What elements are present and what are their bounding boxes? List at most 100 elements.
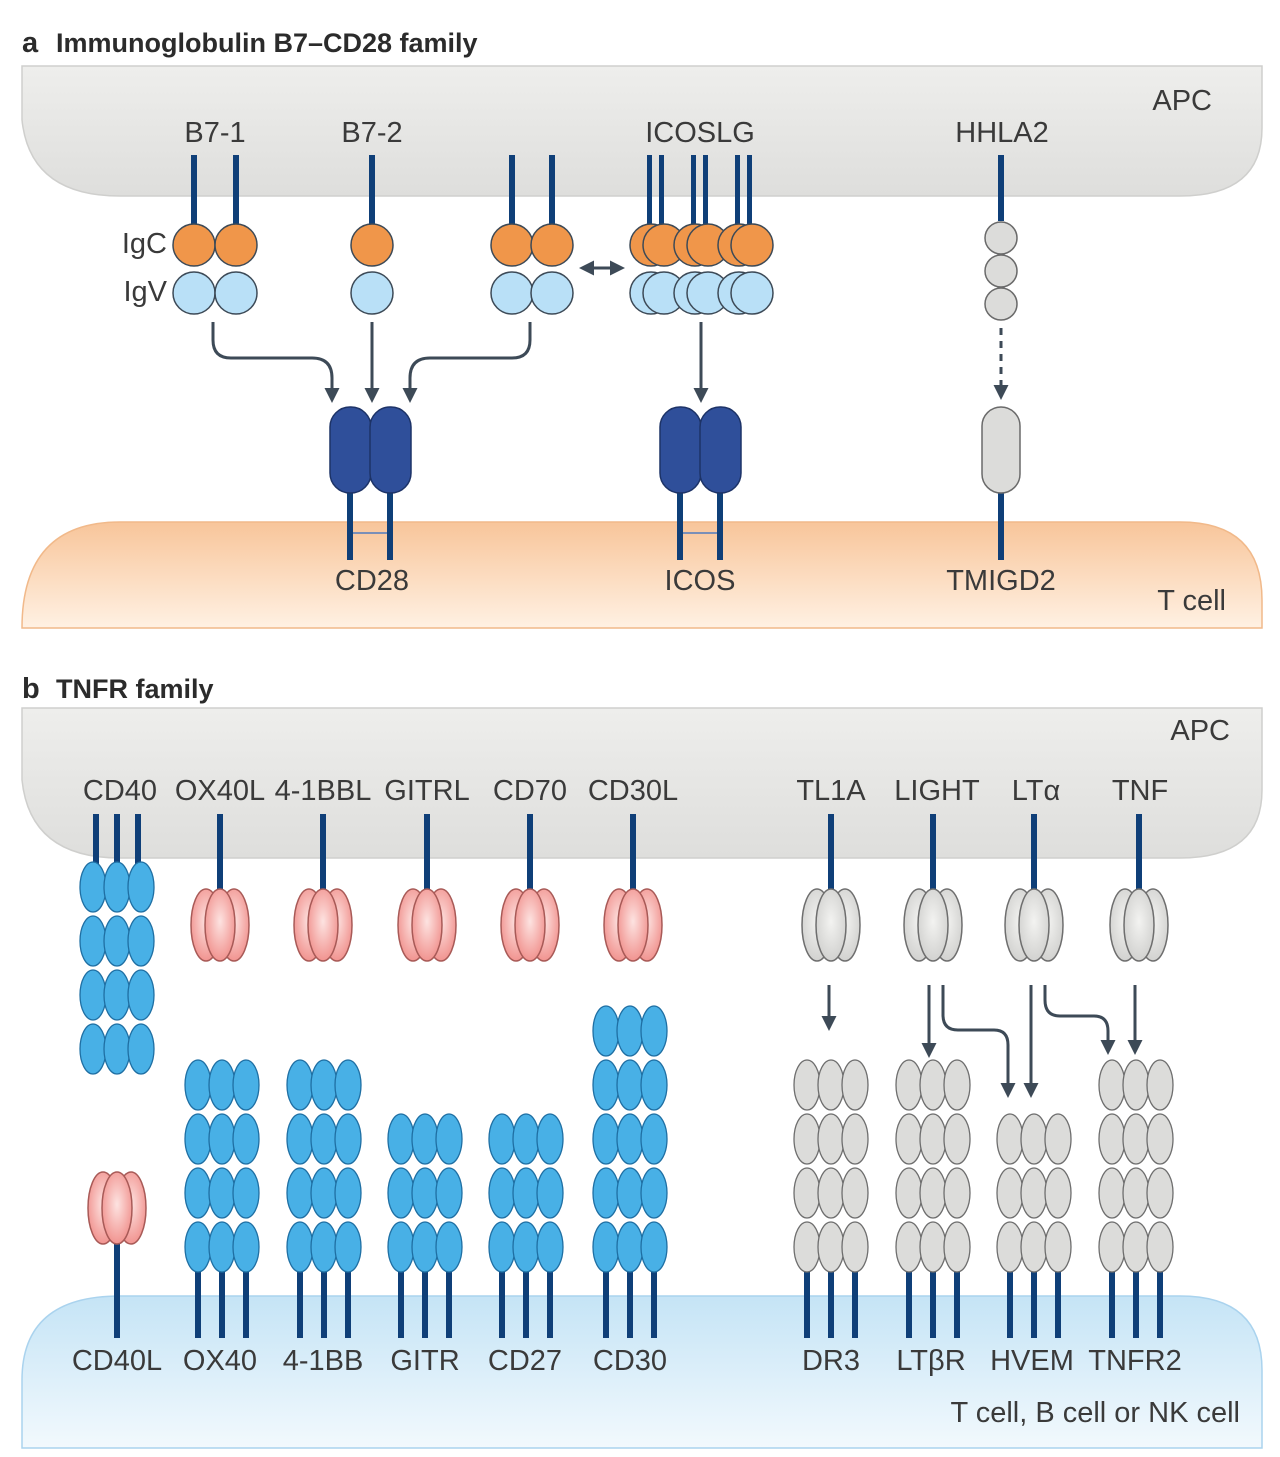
receptor-label-cd40l: CD40L xyxy=(72,1345,162,1377)
gitr-stalk xyxy=(446,1268,452,1338)
ligand-label-b7-2: B7-2 xyxy=(341,117,402,149)
receptor-label-ltbr: LTβR xyxy=(896,1345,965,1377)
receptor-label-hvem: HVEM xyxy=(990,1345,1074,1377)
hvem-stalk xyxy=(1031,1268,1037,1338)
cd70-trimer xyxy=(500,888,560,962)
cd30l-trimer xyxy=(603,888,663,962)
receptor-label-gitr: GITR xyxy=(390,1345,459,1377)
receptor-label-cd30: CD30 xyxy=(593,1345,667,1377)
hhla2-ligand xyxy=(984,155,1018,321)
4-1bb-stalk xyxy=(321,1268,327,1338)
dr3-stalk xyxy=(804,1268,810,1338)
b7-heterodimer xyxy=(490,155,574,315)
cd70-stalk xyxy=(527,814,533,892)
receptor-label-cd27: CD27 xyxy=(488,1345,562,1377)
cd27-stalk xyxy=(499,1268,505,1338)
tcell-membrane-a xyxy=(21,521,1263,629)
cd40-stalk xyxy=(114,814,120,868)
lymphocyte-label-b: T cell, B cell or NK cell xyxy=(950,1397,1240,1429)
cd40-stalk xyxy=(93,814,99,868)
hvem-receptor-stack xyxy=(996,1113,1072,1273)
cd27-stalk xyxy=(523,1268,529,1338)
lta-stalk xyxy=(1031,814,1037,892)
gitrl-stalk xyxy=(424,814,430,892)
ligand-label-4-1bbl: 4-1BBL xyxy=(275,775,372,807)
binding-arrows-cd28 xyxy=(211,322,532,403)
b7-2-ligand xyxy=(350,155,394,315)
tl1a-trimer xyxy=(801,888,861,962)
cd40l-trimer xyxy=(87,1171,147,1245)
tnf-trimer xyxy=(1109,888,1169,962)
tcell-label-a: T cell xyxy=(1157,585,1226,617)
panel-a-letter: a xyxy=(22,27,39,59)
4-1bb-stalk xyxy=(345,1268,351,1338)
ox40-stalk xyxy=(243,1268,249,1338)
ox40l-trimer xyxy=(190,888,250,962)
panel-b-letter: b xyxy=(22,673,40,705)
ligand-label-tnf: TNF xyxy=(1112,775,1168,807)
ligand-label-lta: LTα xyxy=(1012,775,1060,807)
cd40-receptor-stack xyxy=(79,861,155,1075)
ligand-label-ox40l: OX40L xyxy=(175,775,265,807)
ltbr-stalk xyxy=(906,1268,912,1338)
cd40-stalk xyxy=(135,814,141,868)
ox40-receptor-stack xyxy=(184,1059,260,1273)
cd30-stalk xyxy=(651,1268,657,1338)
cd30-receptor-stack xyxy=(592,1005,668,1273)
tnfr2-stalk xyxy=(1157,1268,1163,1338)
4-1bb-stalk xyxy=(297,1268,303,1338)
icoslg-ligand xyxy=(629,155,774,315)
ltbr-receptor-stack xyxy=(895,1059,971,1273)
ligand-label-tl1a: TL1A xyxy=(796,775,866,807)
panel-a-title: Immunoglobulin B7–CD28 family xyxy=(56,28,478,58)
ligand-label-gitrl: GITRL xyxy=(384,775,469,807)
cd28-receptor xyxy=(329,406,412,560)
ligand-label-hhla2: HHLA2 xyxy=(955,117,1049,149)
tnfr2-receptor-stack xyxy=(1098,1059,1174,1273)
light-trimer xyxy=(903,888,963,962)
receptor-label-dr3: DR3 xyxy=(802,1345,860,1377)
ltbr-stalk xyxy=(930,1268,936,1338)
igc-domain-label: IgC xyxy=(122,228,167,260)
light-stalk xyxy=(930,814,936,892)
panel-a: a Immunoglobulin B7–CD28 family APC T ce… xyxy=(21,27,1263,629)
tnfr-binding-arrows xyxy=(821,985,1143,1098)
cd27-receptor-stack xyxy=(488,1113,564,1273)
apc-membrane-b xyxy=(21,707,1263,859)
gitr-stalk xyxy=(398,1268,404,1338)
4-1bbl-trimer xyxy=(293,888,353,962)
lta-trimer xyxy=(1004,888,1064,962)
lymphocyte-membrane-b xyxy=(21,1295,1263,1449)
ltbr-stalk xyxy=(954,1268,960,1338)
receptor-label-4-1bb: 4-1BB xyxy=(283,1345,364,1377)
4-1bbl-stalk xyxy=(320,814,326,892)
tnfr2-stalk xyxy=(1133,1268,1139,1338)
ligand-label-cd70: CD70 xyxy=(493,775,567,807)
b7-1-ligand xyxy=(172,155,258,315)
ligand-label-b7-1: B7-1 xyxy=(184,117,245,149)
dr3-stalk xyxy=(828,1268,834,1338)
apc-label-a: APC xyxy=(1152,85,1212,117)
tnfr2-stalk xyxy=(1109,1268,1115,1338)
panel-b-title: TNFR family xyxy=(56,674,214,704)
receptor-label-cd28: CD28 xyxy=(335,565,409,597)
ligand-label-cd40: CD40 xyxy=(83,775,157,807)
tnf-family-molecules xyxy=(79,814,1174,1338)
icos-receptor xyxy=(659,406,742,560)
cd30l-stalk xyxy=(630,814,636,892)
cd27-stalk xyxy=(547,1268,553,1338)
dr3-stalk xyxy=(852,1268,858,1338)
cd40l-stalk xyxy=(114,1230,120,1338)
receptor-label-tnfr2: TNFR2 xyxy=(1088,1345,1181,1377)
ox40-stalk xyxy=(219,1268,225,1338)
cd30-stalk xyxy=(603,1268,609,1338)
receptor-label-icos: ICOS xyxy=(665,565,736,597)
ligand-label-cd30l: CD30L xyxy=(588,775,678,807)
cd30-stalk xyxy=(627,1268,633,1338)
apc-label-b: APC xyxy=(1170,715,1230,747)
gitrl-trimer xyxy=(397,888,457,962)
hvem-stalk xyxy=(1007,1268,1013,1338)
gitr-receptor-stack xyxy=(387,1113,463,1273)
ox40-stalk xyxy=(195,1268,201,1338)
